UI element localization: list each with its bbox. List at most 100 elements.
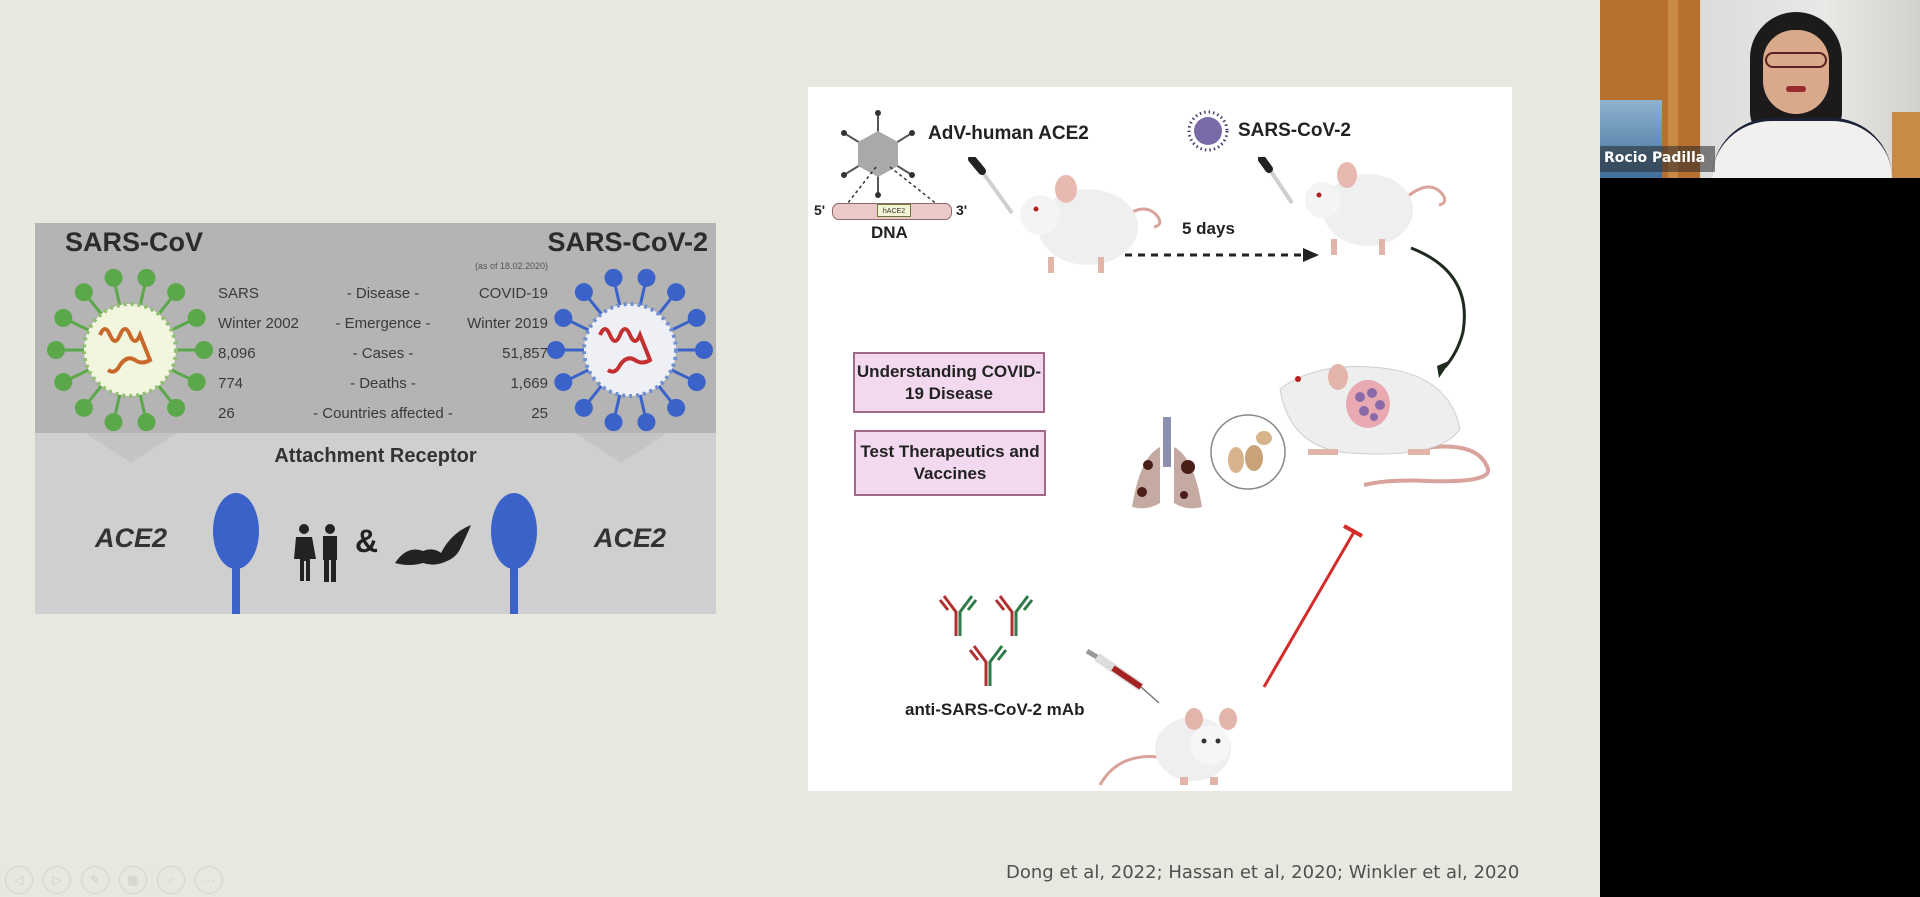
next-slide-button[interactable]: ▷: [43, 866, 71, 894]
humans-icon: [294, 524, 337, 582]
row-label: - Deaths -: [350, 375, 416, 392]
virus-spike-head: [574, 398, 593, 417]
bookshelf-edge: [1668, 0, 1678, 178]
mouse-icon: [1020, 175, 1162, 273]
virus-spike-head: [104, 413, 123, 432]
dashed-arrow: [1125, 248, 1319, 262]
citation-text: Dong et al, 2022; Hassan et al, 2020; Wi…: [1006, 862, 1520, 883]
sars-cov-2-title: SARS-CoV-2: [547, 227, 708, 257]
virus-spike-head: [74, 398, 93, 417]
sars-value: Winter 2002: [218, 315, 299, 332]
alveoli-zoom-icon: [1210, 414, 1286, 490]
virus-spike-head: [667, 398, 686, 417]
virus-spike-head: [167, 398, 186, 417]
slides-grid-icon: ▦: [127, 873, 139, 887]
inhibition-line: [1262, 524, 1363, 688]
sars2-value: Winter 2019: [467, 315, 548, 332]
ace2-receptor-icon: [491, 493, 537, 614]
cabinet: [1892, 112, 1920, 178]
row-label: - Emergence -: [335, 315, 431, 332]
virus-spike-head: [187, 373, 206, 392]
ace2-receptor-icon: [213, 493, 259, 614]
table-row: 26- Countries affected -25: [218, 399, 548, 429]
virus-spike-head: [195, 341, 213, 359]
virus-spike-head: [554, 308, 573, 327]
participant-face: [1763, 30, 1829, 114]
virus-spike-head: [187, 308, 206, 327]
understanding-disease-box: Understanding COVID-19 Disease: [853, 352, 1045, 413]
down-arrow-icon: [85, 433, 177, 463]
virus-spike-head: [687, 308, 706, 327]
ace2-label-right: ACE2: [593, 523, 666, 553]
hace2-gene: hACE2: [877, 204, 911, 217]
virus-spike-head: [554, 373, 573, 392]
see-all-slides-button[interactable]: ▦: [119, 866, 147, 894]
dna-label: DNA: [871, 223, 908, 242]
pen-tool-button[interactable]: ✎: [81, 866, 109, 894]
as-of-note: (as of 18.02.2020): [474, 261, 548, 271]
mab-label: anti-SARS-CoV-2 mAb: [905, 700, 1085, 719]
virus-spike-head: [47, 341, 65, 359]
virus-spike-head: [695, 341, 713, 359]
sars-value: SARS: [218, 285, 259, 302]
previous-slide-button[interactable]: ◁: [5, 866, 33, 894]
sars2-value: 51,857: [502, 345, 548, 362]
sars-cov-virus-icon: [47, 268, 213, 432]
next-icon: ▷: [52, 873, 62, 887]
virus-spike-head: [637, 413, 656, 432]
sars2-value: 1,669: [510, 375, 548, 392]
sars-cov-title: SARS-CoV: [65, 227, 204, 257]
virus-spike-head: [687, 373, 706, 392]
slideshow-toolbar: ◁ ▷ ✎ ▦ ⌕ ···: [5, 866, 223, 894]
row-label: - Cases -: [352, 345, 414, 362]
sars2-value: COVID-19: [478, 285, 548, 302]
participant-torso: [1712, 118, 1892, 178]
dna-3-prime: 3': [956, 202, 968, 218]
sars-cov-2-virus-icon: [547, 268, 713, 432]
sars-value: 8,096: [218, 345, 256, 362]
comparison-table: SARS - Disease - COVID-19 Winter 2002 - Eme…: [218, 279, 548, 429]
receptor-panel: [35, 433, 716, 614]
participant-name-label: Rocio Padilla: [1600, 146, 1716, 172]
mouse-model-figure: AdV-human ACE2 5' hACE2 3' DNA 5 days: [808, 87, 1512, 791]
ace2-label-left: ACE2: [95, 523, 168, 553]
virus-spike-head: [137, 268, 156, 287]
virus-spike-head: [637, 268, 656, 287]
delay-label: 5 days: [1182, 219, 1235, 238]
dropper-icon: [968, 157, 1014, 215]
virus-spike-head: [574, 283, 593, 302]
sars-value: 774: [218, 375, 244, 392]
dna-5-prime: 5': [814, 202, 826, 218]
mouse-icon: [1305, 162, 1447, 255]
virus-spike-head: [167, 283, 186, 302]
down-arrow-icon: [575, 433, 667, 463]
zoom-button[interactable]: ⌕: [157, 866, 185, 894]
glasses: [1765, 52, 1827, 68]
lips: [1786, 86, 1806, 92]
pen-icon: ✎: [89, 873, 101, 887]
adenovirus-icon: [841, 110, 915, 198]
more-options-button[interactable]: ···: [195, 866, 223, 894]
curved-arrow: [1410, 246, 1466, 378]
lungs-icon: [1132, 417, 1202, 509]
previous-icon: ◁: [14, 873, 24, 887]
table-row: 774 - Deaths - 1,669: [218, 369, 548, 399]
test-therapeutics-box: Test Therapeutics and Vaccines: [854, 430, 1046, 496]
antibodies-icon: [938, 595, 1034, 686]
virus-spike-head: [604, 268, 623, 287]
connector-symbol: &: [355, 523, 379, 559]
virus-spike-head: [604, 413, 623, 432]
virus-spike-head: [54, 373, 73, 392]
sars-value: 26: [218, 405, 235, 422]
video-panel: Rocio Padilla: [1600, 0, 1920, 897]
virus-spike-head: [74, 283, 93, 302]
row-label: - Disease -: [346, 285, 420, 302]
table-row: Winter 2002 - Emergence - Winter 2019: [218, 309, 548, 339]
sars-comparison-figure: SARS-CoV SARS-CoV-2 (as of 18.02.2020) S…: [35, 223, 716, 614]
sars2-value: 25: [531, 405, 548, 422]
treated-mouse-icon: [1098, 708, 1237, 786]
participant-video[interactable]: Rocio Padilla: [1600, 0, 1920, 178]
syringe-icon: [1085, 648, 1160, 704]
virus-spike-head: [137, 413, 156, 432]
table-row: SARS - Disease - COVID-19: [218, 279, 548, 309]
